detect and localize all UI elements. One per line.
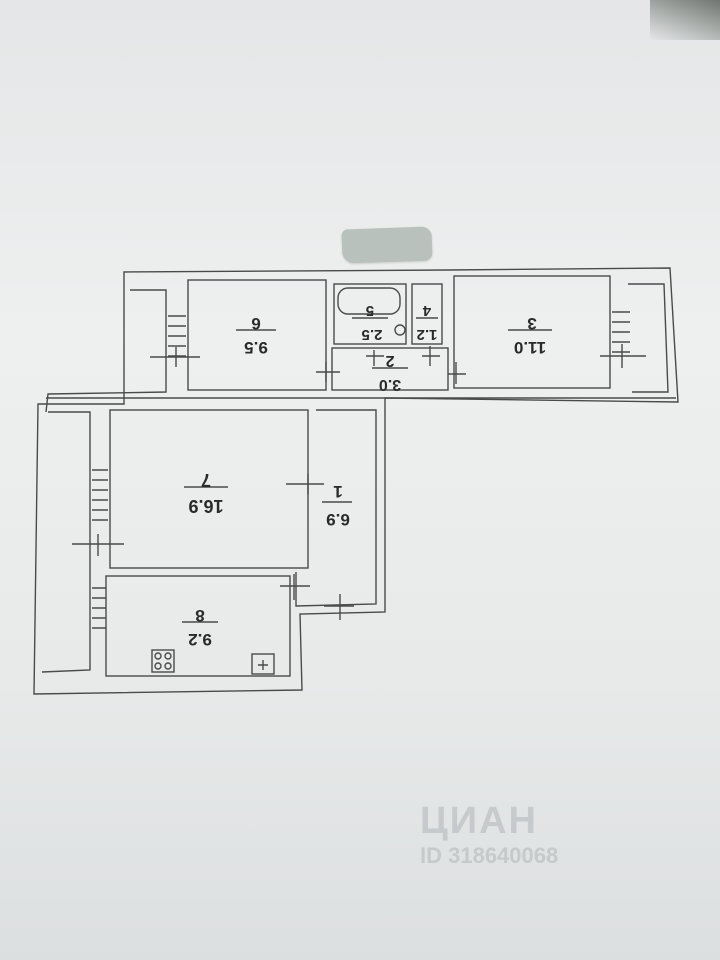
window-left-upper: [92, 469, 108, 521]
room-8-number: 8: [195, 606, 204, 625]
room-6-number: 6: [251, 314, 260, 333]
window-room-6: [168, 315, 186, 357]
room-5-area: 2.5: [362, 326, 383, 343]
bathtub: [337, 287, 401, 315]
room-2-number: 2: [385, 352, 394, 369]
watermark-brand: ЦИАН: [420, 800, 538, 842]
room-1-area: 6.9: [326, 510, 350, 529]
room-7-label: 7 16.9: [188, 470, 223, 516]
room-3-label: 3 11.0: [514, 314, 546, 357]
room-4-outline: [411, 283, 443, 345]
window-left-lower: [92, 587, 106, 629]
room-7-area: 16.9: [188, 496, 223, 516]
room-2-label: 2 3.0: [379, 352, 401, 393]
room-5-label: 5 2.5: [362, 302, 383, 343]
room-7-number: 7: [201, 470, 211, 490]
outer-wall: [33, 267, 679, 695]
room-4-area: 1.2: [417, 326, 438, 343]
room-5-number: 5: [366, 302, 374, 319]
watermark-id: ID 318640068: [420, 843, 559, 868]
room-6-outline: [187, 279, 327, 391]
wall-inner-left-top: [45, 289, 167, 413]
room-4-label: 4 1.2: [417, 302, 438, 343]
watermark: ЦИАН ID 318640068: [420, 800, 680, 869]
room-1-number: 1: [333, 482, 342, 501]
room-8-area: 9.2: [188, 630, 212, 649]
wall-inner-right: [628, 283, 669, 393]
room-3-number: 3: [527, 314, 536, 333]
wall-inner-left: [41, 411, 91, 673]
room-6-label: 6 9.5: [244, 314, 268, 357]
room-6-area: 9.5: [244, 338, 268, 357]
sink: [394, 324, 406, 336]
room-1-label: 1 6.9: [326, 482, 350, 529]
room-1-outline: [295, 409, 377, 607]
room-4-number: 4: [422, 302, 431, 319]
room-8-label: 8 9.2: [188, 606, 212, 649]
room-2-outline: [331, 347, 449, 391]
room-5-outline: [333, 283, 407, 345]
kitchen-sink: [251, 653, 275, 675]
room-2-area: 3.0: [379, 376, 401, 393]
room-8-outline: [105, 575, 291, 677]
page-corner-shadow: [650, 0, 720, 40]
room-3-outline: [453, 275, 611, 389]
room-3-area: 11.0: [514, 338, 546, 357]
window-room-3: [612, 311, 630, 353]
stove: [151, 649, 175, 673]
